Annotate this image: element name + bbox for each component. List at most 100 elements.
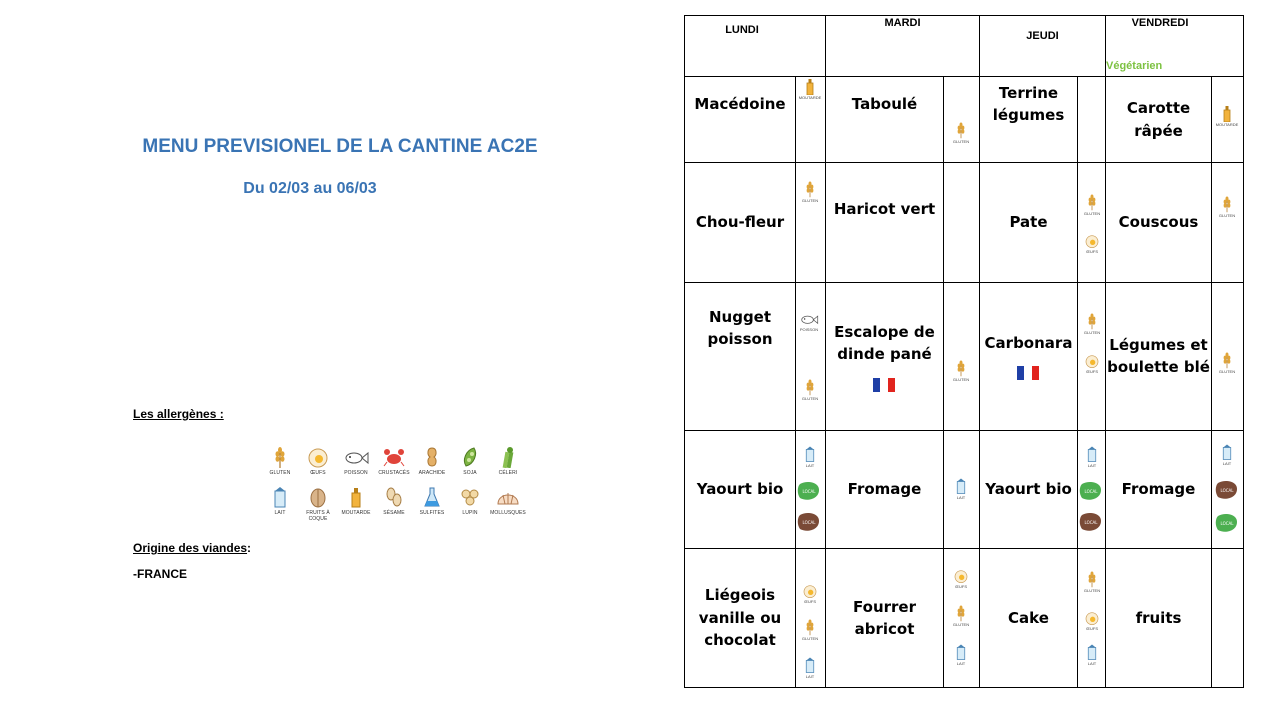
dish-jeudi-plat: Carbonara (984, 333, 1073, 352)
crab-icon (383, 449, 405, 467)
soy-icon (463, 447, 477, 467)
cell (1077, 76, 1106, 163)
mustard-icon: MOUTARDE (1214, 105, 1240, 127)
sesame-icon (386, 487, 402, 507)
legend-celeri: CÉLERI (487, 446, 529, 476)
dish-vendredi-dessert: fruits (1135, 608, 1182, 627)
egg-icon: ŒUFS (797, 583, 823, 604)
lupin-icon (461, 489, 479, 506)
peanut-icon (427, 447, 437, 467)
legend-moutarde: MOUTARDE (335, 486, 377, 516)
legend-sulfites: SULFITES (411, 486, 453, 516)
mustard-icon: MOUTARDE (797, 78, 823, 100)
milk-icon: LAIT (797, 656, 823, 679)
cell (943, 282, 980, 431)
wheat-icon: GLUTEN (948, 121, 974, 144)
egg-icon: ŒUFS (1079, 610, 1105, 631)
wheat-icon (275, 447, 285, 468)
legend-gluten: GLUTEN (259, 446, 301, 476)
day-jeudi: JEUDI (1026, 30, 1059, 42)
legend-oeufs: ŒUFS (297, 446, 339, 476)
shell-icon (497, 493, 519, 505)
flask-icon (424, 487, 440, 507)
wheat-icon: GLUTEN (797, 618, 823, 641)
legend-soja: SOJA (449, 446, 491, 476)
dish-mardi-legume: Haricot vert (833, 199, 936, 218)
mustard-icon (351, 488, 361, 508)
egg-icon: ŒUFS (1079, 353, 1105, 374)
cell (943, 76, 980, 163)
date-range: Du 02/03 au 06/03 (243, 180, 377, 197)
wheat-icon: GLUTEN (797, 180, 823, 203)
egg-icon (308, 448, 328, 468)
svg-text:LOCAL: LOCAL (803, 520, 817, 525)
legend-poisson: POISSON (335, 446, 377, 476)
dish-mardi-plat: Escalope de dinde pané (834, 322, 935, 364)
local-badge-brown-icon: LOCAL (1078, 512, 1104, 532)
dish-jeudi-dessert: Cake (1008, 608, 1049, 627)
dish-jeudi-laitage: Yaourt bio (985, 479, 1072, 498)
dish-jeudi-legume: Pate (1009, 212, 1048, 231)
dish-jeudi-entree: Terrine légumes (992, 83, 1065, 125)
dish-mardi-laitage: Fromage (847, 479, 922, 498)
milk-icon: LAIT (797, 445, 823, 468)
dish-vendredi-entree: Carotte râpée (1126, 99, 1191, 140)
legend-lupin: LUPIN (449, 486, 491, 516)
milk-icon: LAIT (1079, 643, 1105, 666)
cell (1211, 548, 1244, 688)
egg-icon: ŒUFS (1079, 233, 1105, 254)
milk-icon: LAIT (948, 643, 974, 666)
origin-line: Origine des viandes: (133, 541, 252, 555)
header-jeudi (979, 15, 1106, 77)
svg-text:LOCAL: LOCAL (803, 489, 817, 494)
wheat-icon: GLUTEN (1079, 193, 1105, 216)
legend-mollusques: MOLLUSQUES (487, 486, 529, 516)
fish-icon (345, 451, 369, 465)
milk-icon: LAIT (948, 477, 974, 500)
cell (943, 162, 980, 283)
legend-sesame: SÉSAME (373, 486, 415, 516)
milk-icon: LAIT (1079, 445, 1105, 468)
france-flag-icon (1017, 366, 1039, 380)
celery-icon (502, 447, 514, 468)
svg-text:LOCAL: LOCAL (1085, 520, 1099, 525)
day-lundi: LUNDI (725, 24, 759, 36)
dish-lundi-dessert: Liégeois vanille ou chocolat (698, 586, 782, 650)
svg-text:LOCAL: LOCAL (1221, 488, 1235, 493)
cell (1211, 162, 1244, 283)
milk-icon: LAIT (1214, 443, 1240, 466)
legend-arachide: ARACHIDE (411, 446, 453, 476)
dish-mardi-dessert: Fourrer abricot (853, 597, 916, 639)
origin-value: -FRANCE (133, 567, 187, 581)
dish-lundi-entree: Macédoine (694, 94, 786, 113)
local-badge-brown-icon: LOCAL (1214, 480, 1240, 500)
egg-icon: ŒUFS (948, 568, 974, 589)
dish-mardi-entree: Taboulé (851, 94, 918, 113)
wheat-icon: GLUTEN (948, 359, 974, 382)
svg-text:LOCAL: LOCAL (1085, 489, 1099, 494)
dish-vendredi-laitage: Fromage (1121, 479, 1196, 498)
page-title: MENU PREVISIONEL DE LA CANTINE AC2E (142, 136, 538, 157)
local-badge-green-icon: LOCAL (796, 481, 822, 501)
wheat-icon: GLUTEN (797, 378, 823, 401)
vegetarian-note: Végétarien (1106, 60, 1163, 72)
france-flag-icon (873, 378, 895, 392)
dish-lundi-laitage: Yaourt bio (696, 479, 784, 498)
dish-vendredi-legume: Couscous (1118, 212, 1199, 231)
milk-icon (274, 487, 286, 508)
cell (795, 282, 826, 431)
day-mardi: MARDI (884, 17, 921, 29)
dish-lundi-legume: Chou-fleur (695, 212, 785, 231)
legend-lait: LAIT (259, 486, 301, 516)
dish-vendredi-plat: Légumes et boulette blé (1107, 335, 1210, 377)
fish-icon: POISSON (796, 311, 822, 332)
legend-fruits-coque: FRUITS À COQUE (297, 486, 339, 522)
svg-text:LOCAL: LOCAL (1221, 521, 1235, 526)
local-badge-green-icon: LOCAL (1078, 481, 1104, 501)
day-vendredi: VENDREDI (1131, 17, 1189, 29)
local-badge-brown-icon: LOCAL (796, 512, 822, 532)
dish-lundi-plat: Nugget poisson (707, 307, 773, 349)
wheat-icon: GLUTEN (1214, 195, 1240, 218)
nut-icon (310, 488, 326, 508)
local-badge-green-icon: LOCAL (1214, 513, 1240, 533)
